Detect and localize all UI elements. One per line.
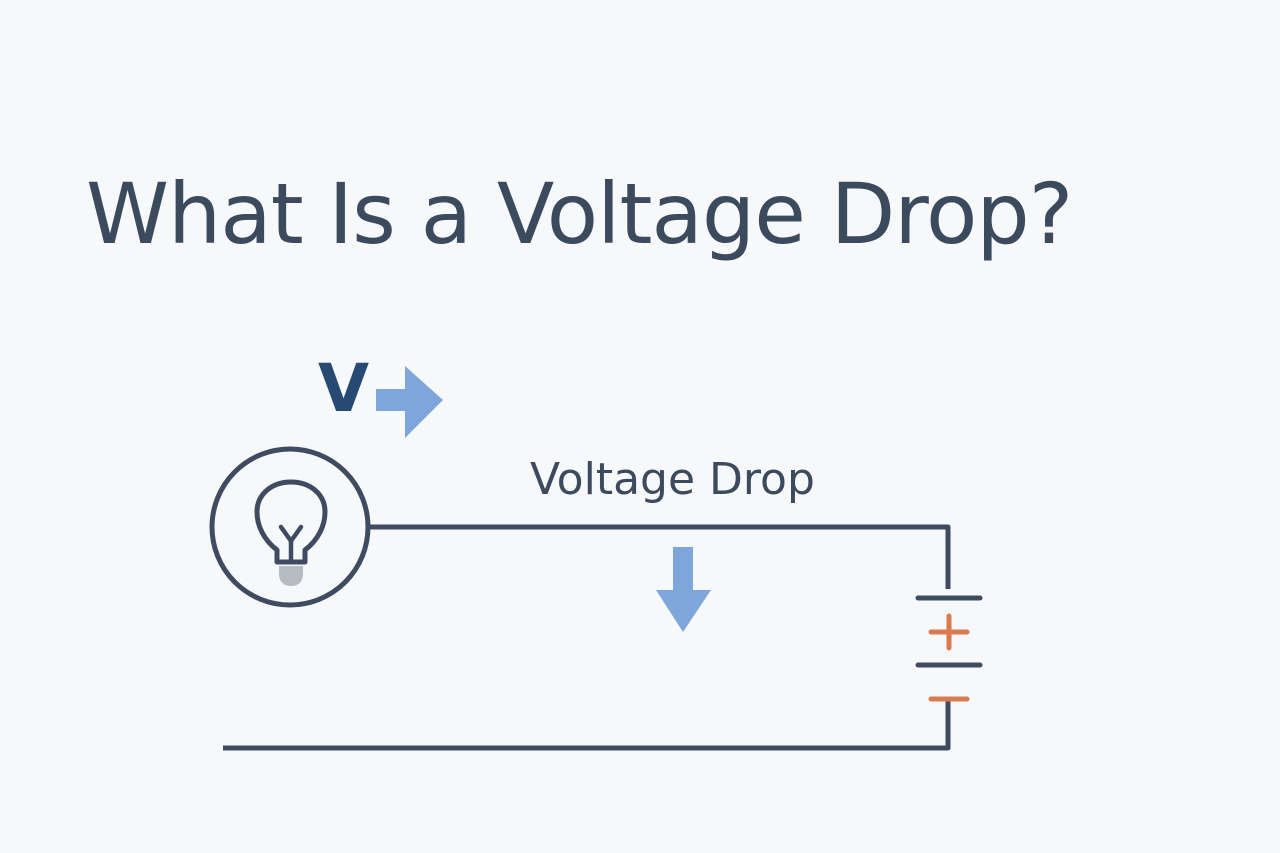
page-title: What Is a Voltage Drop?	[86, 165, 1073, 263]
voltage-symbol: V	[318, 350, 370, 427]
voltage-drop-label: Voltage Drop	[530, 454, 815, 505]
light-bulb-icon	[209, 446, 371, 608]
arrow-down-icon	[656, 547, 711, 632]
circuit-wires	[223, 524, 951, 751]
battery-icon	[915, 595, 983, 702]
arrow-right-icon	[376, 366, 443, 438]
plus-icon	[928, 613, 970, 651]
